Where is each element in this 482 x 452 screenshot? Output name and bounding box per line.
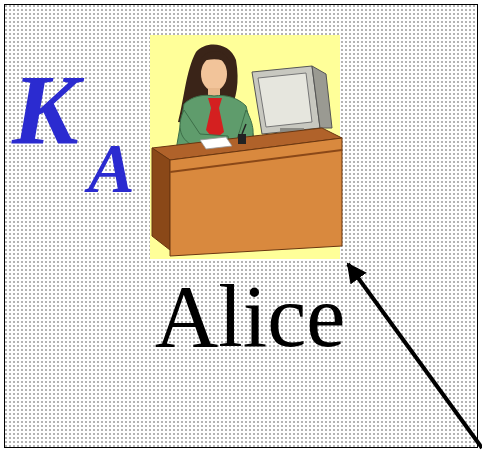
label-holder: A (88, 134, 135, 204)
dotted-ground (4, 4, 478, 448)
key-letter: K (12, 60, 79, 160)
person-name: Alice (14, 273, 482, 361)
pointer-arrow (348, 264, 482, 448)
key-subscript: A (88, 134, 135, 204)
office-picture (150, 35, 342, 259)
label-holder: K (12, 60, 79, 160)
